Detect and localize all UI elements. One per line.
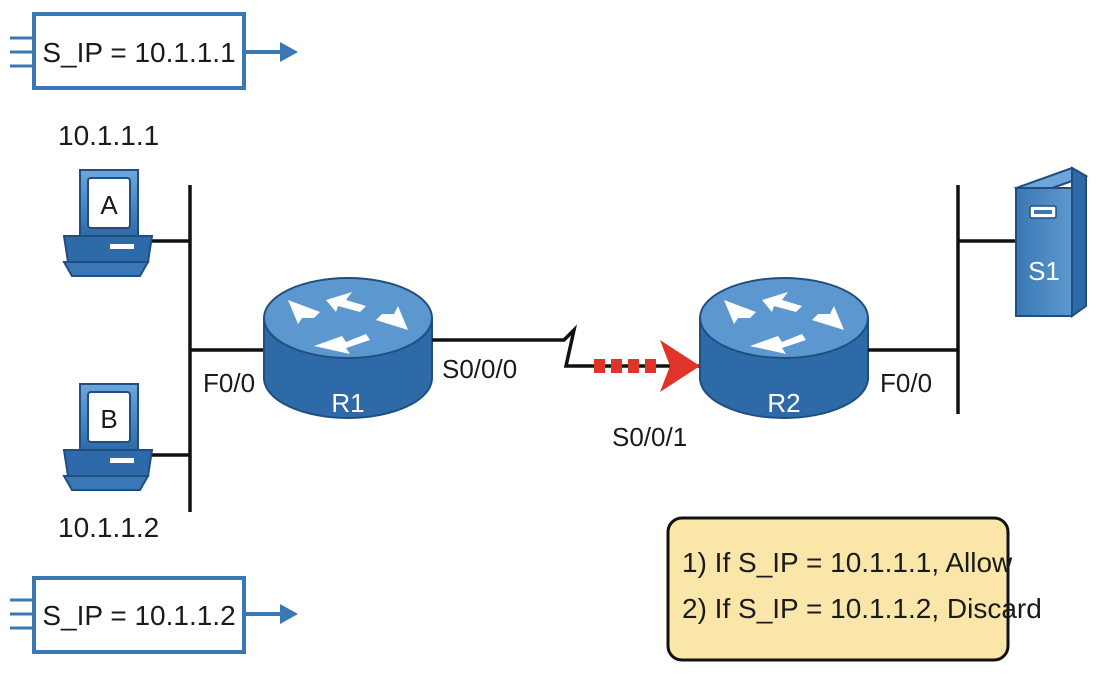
host-ip: 10.1.1.2 — [58, 512, 159, 543]
acl-rule: 1) If S_IP = 10.1.1.1, Allow — [682, 547, 1013, 578]
interface-label: S0/0/0 — [442, 354, 517, 384]
computer-icon — [62, 383, 154, 491]
server-icon — [1013, 166, 1089, 318]
interface-label: F0/0 — [880, 368, 932, 398]
serial-link — [432, 324, 700, 368]
host-ip: 10.1.1.1 — [58, 120, 159, 151]
acl-rule: 2) If S_IP = 10.1.1.2, Discard — [682, 593, 1042, 624]
host-name: B — [100, 404, 117, 434]
lan-left — [148, 185, 264, 512]
interface-label: F0/0 — [203, 368, 255, 398]
server-s1: S1 — [1013, 166, 1089, 318]
arrow-right-icon — [280, 42, 298, 62]
router-r1: R1 F0/0 S0/0/0 — [203, 277, 517, 419]
router-arrows-icon — [288, 292, 408, 354]
packet-label: S_IP = 10.1.1.2 — [42, 600, 235, 631]
router-arrows-icon — [724, 292, 844, 354]
packet-bottom: S_IP = 10.1.1.2 — [10, 576, 298, 654]
acl-box: 1) If S_IP = 10.1.1.1, Allow 2) If S_IP … — [666, 516, 1042, 662]
packet-label: S_IP = 10.1.1.1 — [42, 37, 235, 68]
computer-icon — [62, 169, 154, 277]
router-name: R1 — [331, 388, 364, 418]
host-b: B 10.1.1.2 — [58, 383, 159, 543]
router-r2: R2 S0/0/1 F0/0 — [612, 277, 932, 452]
host-name: A — [100, 190, 118, 220]
arrow-right-icon — [280, 604, 298, 624]
server-name: S1 — [1028, 256, 1060, 286]
interface-label: S0/0/1 — [612, 422, 687, 452]
host-a: 10.1.1.1 A — [58, 120, 159, 277]
lan-right — [868, 185, 1016, 414]
packet-top: S_IP = 10.1.1.1 — [10, 12, 298, 90]
packet-flow-arrow — [594, 340, 700, 392]
router-name: R2 — [767, 388, 800, 418]
